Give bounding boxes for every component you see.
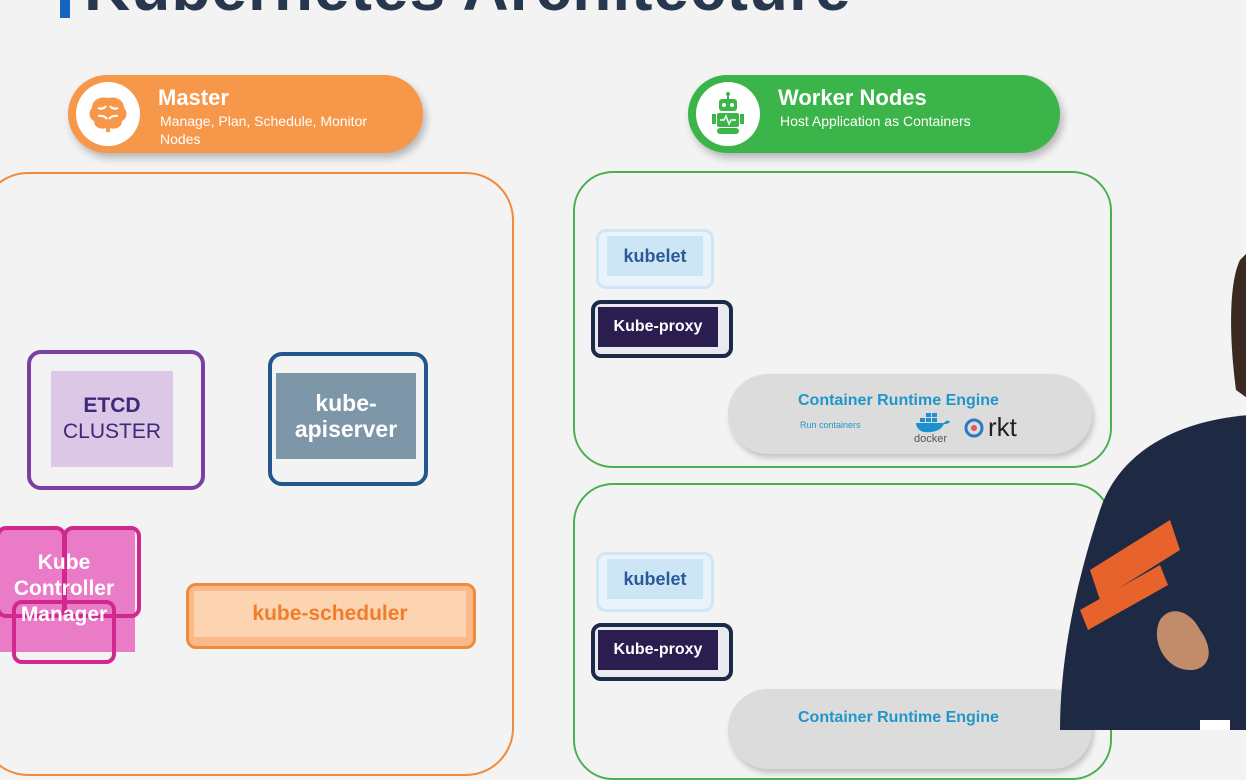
etcd-cluster-label: CLUSTER	[62, 420, 162, 443]
kcm-label-3: Manager	[20, 603, 108, 626]
worker-title: Worker Nodes	[778, 85, 927, 110]
master-subtitle: Manage, Plan, Schedule, Monitor Nodes	[160, 113, 368, 147]
apiserver-frame	[268, 352, 428, 486]
controller-frame-3	[12, 600, 116, 664]
docker-label: docker	[914, 433, 948, 445]
rkt-icon	[964, 418, 984, 437]
apiserver-label-1: kube-	[315, 390, 377, 416]
runtime-subtitle-1: Run containers	[800, 420, 861, 430]
etcd-frame	[27, 350, 205, 490]
apiserver-label-2: apiserver	[294, 416, 398, 442]
container-runtime-1: Container Runtime Engine Run containers …	[728, 374, 1092, 454]
rkt-logo: rkt	[964, 412, 1017, 443]
page-title: Kubernetes Architecture	[84, 0, 852, 20]
kube-apiserver: kube- apiserver	[276, 373, 416, 459]
etcd-label: ETCD	[83, 394, 141, 417]
rkt-label: rkt	[988, 412, 1017, 442]
runtime-title-1: Container Runtime Engine	[798, 392, 999, 409]
master-header: Master Manage, Plan, Schedule, Monitor N…	[68, 75, 423, 153]
container-runtime-2: Container Runtime Engine	[728, 689, 1092, 769]
robot-icon	[696, 82, 760, 146]
kcm-label-2: Controller	[13, 577, 115, 600]
etcd-cluster: ETCD CLUSTER	[51, 371, 173, 467]
kube-controller-manager: Kube Controller Manager	[0, 550, 128, 628]
worker-node-1	[573, 171, 1112, 468]
kube-proxy-1: Kube-proxy	[598, 307, 718, 347]
kube-proxy-2: Kube-proxy	[598, 630, 718, 670]
master-title: Master	[158, 85, 229, 110]
controller-frame-2	[63, 526, 141, 618]
presenter-video	[1060, 254, 1246, 730]
docker-icon	[914, 412, 952, 439]
worker-subtitle: Host Application as Containers	[780, 113, 971, 129]
kcm-label-1: Kube	[37, 551, 91, 574]
runtime-title-2: Container Runtime Engine	[798, 709, 999, 726]
kubelet-2: kubelet	[607, 559, 703, 599]
title-accent-bar	[60, 0, 70, 18]
worker-header: Worker Nodes Host Application as Contain…	[688, 75, 1060, 153]
kubelet-1: kubelet	[607, 236, 703, 276]
kube-scheduler: kube-scheduler	[194, 591, 466, 637]
brain-icon	[76, 82, 140, 146]
